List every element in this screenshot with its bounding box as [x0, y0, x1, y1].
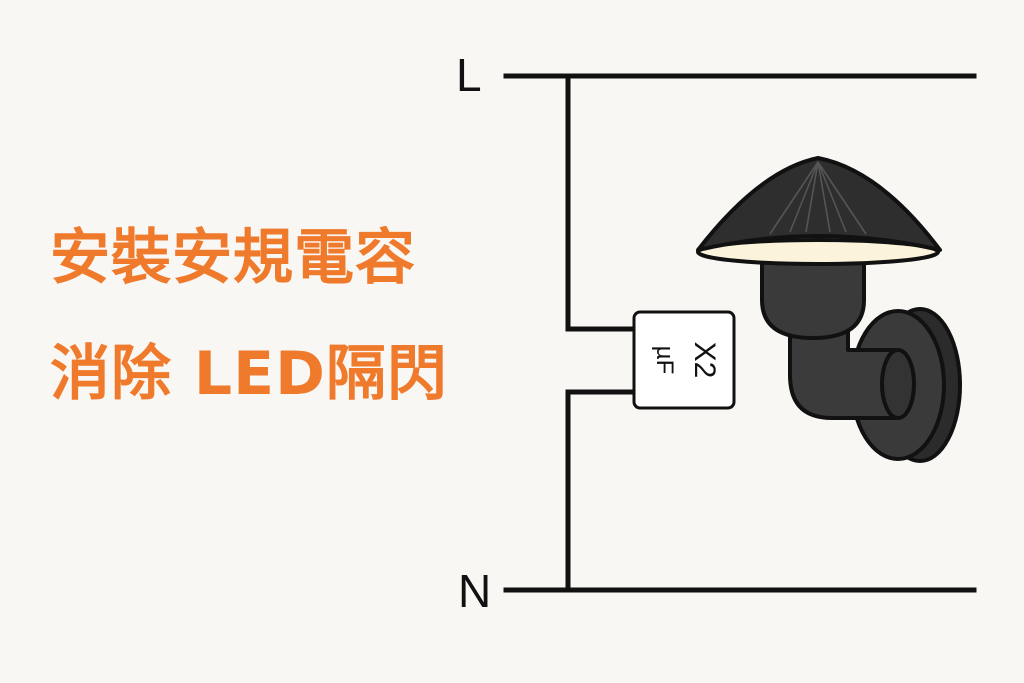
capacitor-type-label: X2: [688, 342, 721, 379]
lamp-shade-ribs: [769, 161, 867, 235]
lamp-arm-joint: [880, 348, 916, 420]
terminal-live-label: L: [456, 49, 482, 101]
headline-line-2: 消除 LED隔閃: [50, 339, 448, 409]
terminal-neutral-label: N: [458, 565, 492, 617]
capacitor-lead-bottom: [565, 389, 639, 593]
wall-lamp-icon: [696, 156, 962, 463]
lamp-shade: [696, 156, 942, 252]
headline-line-1: 安裝安規電容: [50, 223, 416, 293]
wires: [503, 73, 977, 593]
capacitor-lead-top: [565, 73, 639, 332]
lamp-glow: [696, 238, 940, 266]
capacitor: X2 µF: [632, 310, 736, 410]
capacitor-body: [632, 310, 736, 410]
lamp-socket: [760, 256, 866, 340]
capacitor-unit-label: µF: [651, 346, 678, 375]
